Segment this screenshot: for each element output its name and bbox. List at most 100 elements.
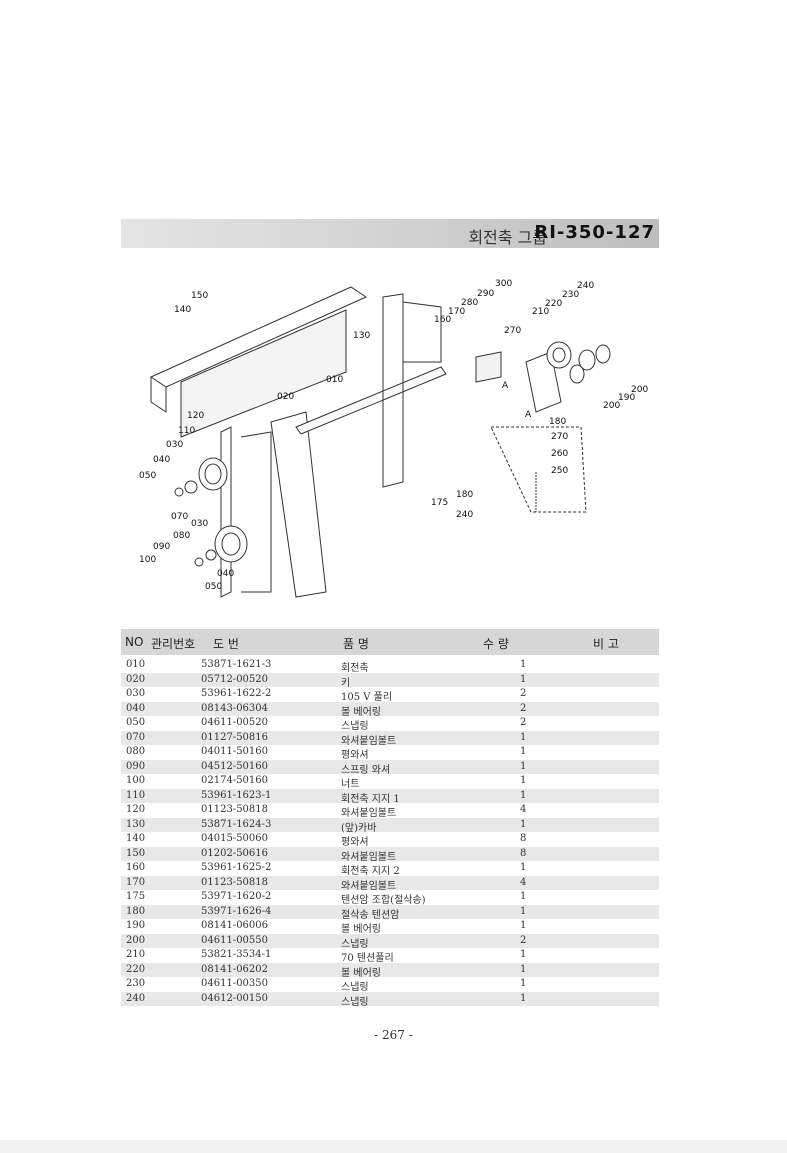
- row-no: 020: [126, 673, 146, 685]
- row-quantity: 2: [520, 702, 527, 714]
- diagram-label: 175: [431, 498, 448, 508]
- diagram-label: 150: [191, 291, 208, 301]
- diagram-label: 300: [495, 279, 512, 289]
- row-part-name: 너트: [341, 779, 360, 790]
- row-part-number: 04612-00150: [201, 992, 269, 1004]
- row-quantity: 1: [520, 659, 527, 670]
- row-quantity: 2: [520, 717, 527, 728]
- row-part-name: 볼 베어링: [341, 967, 381, 979]
- row-quantity: 1: [520, 746, 527, 757]
- row-part-name: 볼 베어링: [341, 706, 381, 718]
- section-code: RI-350-127: [534, 222, 655, 243]
- diagram-label: 010: [326, 375, 343, 385]
- row-no: 030: [126, 688, 146, 699]
- row-part-name: 평와셔: [341, 837, 369, 848]
- row-part-number: 08143-06304: [201, 702, 269, 714]
- row-part-number: 01123-50818: [201, 876, 269, 888]
- diagram-label: 230: [562, 290, 579, 300]
- row-part-name: 스냅링: [341, 938, 369, 950]
- diagram-label: 070: [171, 512, 188, 522]
- row-part-name: 회전축 지지 1: [341, 793, 400, 805]
- row-no: 050: [126, 717, 146, 728]
- row-part-name: 스냅링: [341, 721, 369, 732]
- table-row: 210 53821-3534-1 70 텐션풀리 1: [121, 948, 659, 964]
- diagram-label: 130: [353, 331, 370, 341]
- diagram-label: A: [525, 410, 532, 420]
- table-row: 170 01123-50818 와셔붙임볼트 4: [121, 875, 659, 892]
- row-quantity: 1: [520, 963, 527, 975]
- row-no: 240: [126, 992, 146, 1004]
- parts-table-header: NO 관리번호 도 번 품 명 수 량 비 고: [121, 629, 659, 655]
- row-quantity: 4: [520, 876, 527, 888]
- diagram-label: 220: [545, 299, 562, 309]
- row-part-number: 53871-1621-3: [201, 659, 272, 670]
- row-no: 170: [126, 876, 146, 888]
- row-no: 110: [126, 789, 146, 801]
- col-part: 도 번: [213, 637, 239, 651]
- row-part-name: 키: [341, 677, 351, 689]
- row-no: 200: [126, 934, 146, 946]
- table-row: 020 05712-00520 키 1: [121, 672, 659, 689]
- row-quantity: 1: [520, 992, 527, 1004]
- diagram-label: 200: [631, 385, 648, 395]
- row-part-number: 04512-50160: [201, 760, 269, 772]
- diagram-label: 180: [456, 490, 473, 500]
- diagram-label: 260: [551, 449, 568, 459]
- section-title-bar: 회전축 그룹 RI-350-127: [121, 219, 659, 248]
- row-part-name: 70 텐션풀리: [341, 953, 394, 964]
- diagram-label: 240: [577, 281, 594, 291]
- row-quantity: 8: [520, 833, 527, 844]
- diagram-label: 120: [187, 411, 204, 421]
- row-no: 175: [126, 891, 146, 902]
- row-part-name: 와셔붙임볼트: [341, 808, 397, 819]
- row-part-name: (앞)카바: [341, 822, 377, 834]
- col-mgmt: 관리번호: [151, 637, 196, 651]
- diagram-label: 170: [448, 307, 465, 317]
- diagram-label: 050: [139, 471, 156, 481]
- col-qty: 수 량: [483, 637, 509, 651]
- diagram-label: 040: [153, 455, 170, 465]
- row-no: 150: [126, 847, 146, 859]
- row-part-number: 04011-50160: [201, 746, 269, 757]
- row-part-name: 회전축 지지 2: [341, 866, 400, 877]
- row-part-name: 스냅링: [341, 996, 369, 1008]
- diagram-label: 040: [217, 569, 234, 579]
- diagram-label: 030: [191, 519, 208, 529]
- row-part-name: 와셔붙임볼트: [341, 880, 397, 892]
- row-part-name: 텐션암 조합(절삭송): [341, 895, 426, 906]
- diagram-label: 090: [153, 542, 170, 552]
- diagram-label: 140: [174, 305, 191, 315]
- row-no: 120: [126, 804, 146, 815]
- diagram-label: 020: [277, 392, 294, 402]
- row-part-number: 08141-06006: [201, 920, 269, 931]
- row-no: 210: [126, 949, 146, 960]
- row-part-number: 53871-1624-3: [201, 818, 272, 830]
- row-part-number: 53821-3534-1: [201, 949, 272, 960]
- row-quantity: 1: [520, 673, 527, 685]
- row-no: 130: [126, 818, 146, 830]
- row-part-number: 05712-00520: [201, 673, 269, 685]
- section-title: 회전축 그룹: [468, 228, 547, 247]
- row-no: 080: [126, 746, 146, 757]
- row-quantity: 1: [520, 905, 527, 917]
- row-no: 180: [126, 905, 146, 917]
- diagram-label: 200: [603, 401, 620, 411]
- row-part-number: 08141-06202: [201, 963, 269, 975]
- row-quantity: 1: [520, 920, 527, 931]
- row-quantity: 1: [520, 949, 527, 960]
